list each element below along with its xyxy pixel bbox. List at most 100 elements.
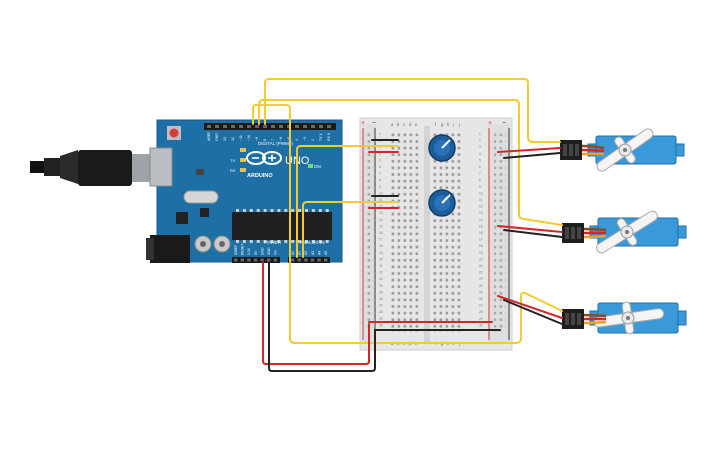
bb-row-label: 17 — [479, 238, 483, 242]
power-pin-hole[interactable] — [247, 258, 251, 262]
bb-row-label: 28 — [479, 310, 483, 314]
potentiometer-2[interactable] — [428, 189, 456, 217]
servo-connector-1 — [560, 140, 582, 160]
bb-column-label: h — [447, 122, 450, 127]
power-pin-hole[interactable] — [253, 258, 258, 262]
analog-pin-hole[interactable] — [291, 258, 295, 262]
analog-header — [288, 257, 330, 263]
power-pin-hole[interactable] — [240, 258, 244, 262]
digital-pin-label: GND — [215, 133, 219, 141]
digital-pin-hole[interactable] — [303, 125, 307, 128]
digital-pin-hole[interactable] — [311, 125, 315, 128]
bb-row-label: 13 — [479, 211, 483, 215]
analog-pin-hole[interactable] — [304, 258, 308, 262]
analog-pin-label: A5 — [324, 251, 328, 255]
chip-pin — [318, 240, 322, 243]
power-pin-label: IOREF — [234, 245, 238, 255]
bb-column-label: i — [453, 122, 454, 127]
chip-pin — [298, 209, 302, 212]
bb-row-label: 10 — [379, 191, 383, 195]
servo-3-ground — [503, 299, 563, 325]
bb-row-label: 17 — [379, 238, 383, 242]
servo-2[interactable] — [589, 209, 687, 255]
digital-pin-hole[interactable] — [271, 125, 275, 128]
digital-pin-hole[interactable] — [231, 125, 235, 128]
digital-pin-hole[interactable] — [223, 125, 227, 128]
chip-pin — [249, 240, 253, 243]
chip-pin — [242, 209, 246, 212]
power-pin-hole[interactable] — [267, 258, 271, 262]
power-pin-hole[interactable] — [234, 258, 238, 262]
digital-pin-hole[interactable] — [295, 125, 299, 128]
chip-pin — [305, 240, 308, 243]
analog-pin-hole[interactable] — [310, 258, 315, 262]
bb-row-label: 1 — [479, 132, 481, 136]
analog-pin-hole[interactable] — [297, 258, 301, 262]
digital-pin-label: ~10 — [247, 135, 251, 141]
bb-row-label: 9 — [479, 185, 481, 189]
power-pin-hole[interactable] — [273, 258, 277, 262]
bb-row-label: 5 — [479, 158, 481, 162]
usb-port — [149, 147, 173, 187]
bb-row-label: 6 — [479, 165, 481, 169]
analog-pin-label: A4 — [317, 251, 321, 255]
analog-pin-hole[interactable] — [324, 258, 328, 262]
chip-pin — [284, 240, 288, 243]
digital-pin-hole[interactable] — [255, 125, 259, 128]
bb-row-label: 5 — [379, 158, 381, 162]
digital-pin-hole[interactable] — [263, 125, 267, 128]
digital-pin-hole[interactable] — [239, 125, 243, 128]
servo-connector-3 — [562, 309, 584, 329]
bb-row-label: 28 — [379, 310, 383, 314]
bb-row-label: 22 — [479, 271, 483, 275]
power-pin-label: GND — [260, 247, 264, 255]
signal-wire-servo-1 — [264, 78, 561, 143]
bb-row-label: 4 — [479, 152, 481, 156]
potentiometer-1[interactable] — [428, 134, 456, 162]
servo-1[interactable] — [587, 127, 685, 173]
chip-pin — [277, 240, 281, 243]
bb-row-label: 13 — [379, 211, 383, 215]
power-pin-hole[interactable] — [260, 258, 264, 262]
chip-pin — [270, 209, 274, 212]
chip-pin — [291, 240, 295, 243]
bb-column-label: g — [441, 122, 444, 127]
servo-leads — [581, 144, 607, 325]
analog-pin-label: A3 — [311, 251, 315, 255]
bb-row-label: 8 — [479, 178, 481, 182]
power-pin-label: GND — [267, 247, 271, 255]
bb-row-label: 2 — [479, 139, 481, 143]
bb-row-label: 9 — [379, 185, 381, 189]
digital-pin-hole[interactable] — [327, 125, 331, 128]
servo-1-power — [497, 147, 561, 153]
analog-pin-label: A2 — [304, 251, 308, 255]
analog-pin-hole[interactable] — [317, 258, 321, 262]
digital-pin-label: AREF — [207, 131, 211, 141]
ground-wire — [268, 262, 376, 372]
chip-pin — [242, 240, 246, 243]
bb-row-label: 12 — [479, 205, 483, 209]
digital-pin-label: 12 — [231, 137, 235, 141]
bb-row-label: 22 — [379, 271, 383, 275]
digital-pin-hole[interactable] — [247, 125, 251, 128]
digital-pin-hole[interactable] — [215, 125, 219, 128]
bb-row-label: 25 — [479, 290, 483, 294]
bb-row-label: 7 — [379, 172, 381, 176]
usb-cable — [30, 150, 162, 186]
chip-pin — [325, 240, 329, 243]
tx-label: TX — [230, 158, 235, 163]
digital-pin-hole[interactable] — [279, 125, 283, 128]
digital-pin-hole[interactable] — [207, 125, 211, 128]
chip-pin — [263, 240, 267, 243]
signal-wire-servo-3 — [252, 104, 563, 344]
rx-label: RX — [230, 168, 236, 173]
digital-pin-label: 7 — [271, 139, 275, 141]
rail-minus-label-right: − — [502, 120, 506, 127]
arduino-logo — [246, 151, 282, 165]
power-wire-5v — [262, 262, 370, 365]
bb-row-label: 25 — [379, 290, 383, 294]
digital-pin-hole[interactable] — [319, 125, 323, 128]
bb-row-label: 14 — [479, 218, 483, 222]
chip-pin — [311, 209, 315, 212]
